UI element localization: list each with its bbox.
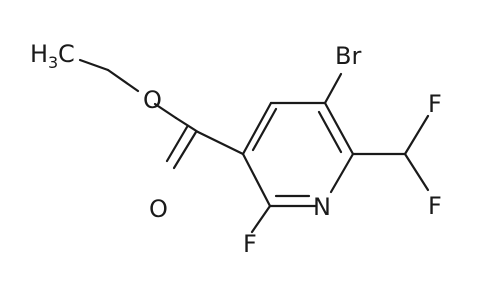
atom-difluoro-f1: F xyxy=(428,90,442,118)
bond-c3-c2 xyxy=(323,101,355,156)
bond-carbonyl-double-b xyxy=(165,125,189,163)
bond-chf2-f1 xyxy=(403,114,430,156)
bond-ch3-ch2 xyxy=(78,58,110,72)
bond-carbonylc-c5 xyxy=(196,130,245,156)
bond-c3-c2-inner xyxy=(317,110,343,154)
bond-c2-n xyxy=(329,152,355,194)
bond-chf2-f2 xyxy=(403,152,430,192)
atom-h3c-c: C xyxy=(58,40,75,68)
bonds xyxy=(78,58,430,234)
bond-c5-c4-inner xyxy=(251,107,278,152)
atom-fluorine: F xyxy=(243,230,257,258)
atom-bromine: Br xyxy=(335,42,361,70)
atom-carbonyl-oxygen: O xyxy=(149,195,168,223)
atom-h3c-sub: 3 xyxy=(48,53,58,72)
atom-h3c-h: H xyxy=(30,40,48,68)
bond-oester-link xyxy=(153,102,178,120)
bond-carbonyl-double-a xyxy=(172,130,198,170)
atom-difluoro-f2: F xyxy=(428,192,442,220)
bond-oester-carbonylc xyxy=(174,116,200,134)
bond-c6-c5 xyxy=(241,152,272,208)
bond-ch2-oester xyxy=(106,68,140,93)
atom-labels: H 3 C O O N F Br F F xyxy=(30,40,442,258)
bond-c6-f xyxy=(250,204,272,234)
bond-c3-br xyxy=(323,72,343,105)
bond-c5-c4 xyxy=(241,101,273,156)
atom-ester-oxygen: O xyxy=(143,86,162,114)
atom-ring-nitrogen: N xyxy=(313,193,331,221)
